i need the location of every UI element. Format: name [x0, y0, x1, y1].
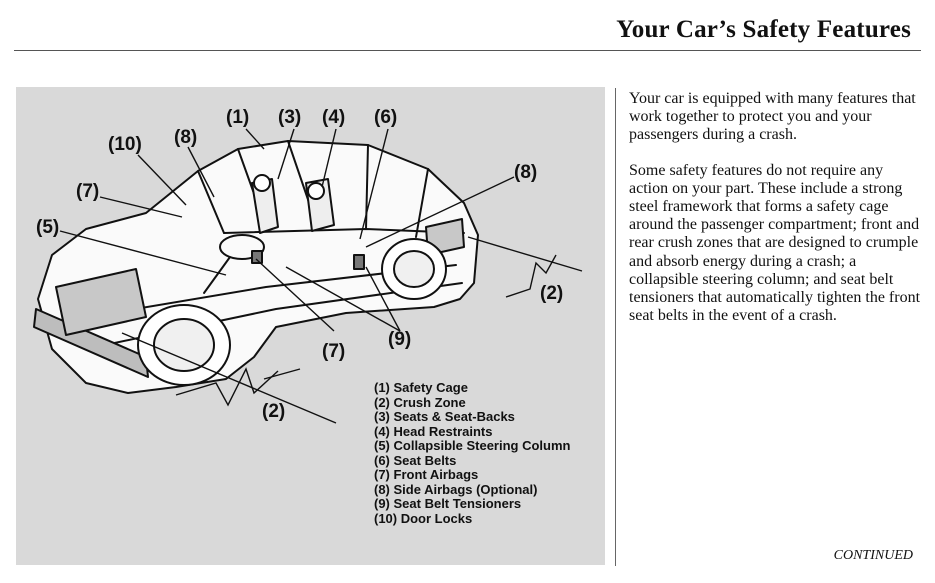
callout-door-locks: (10) [108, 134, 142, 155]
figure-legend: (1) Safety Cage (2) Crush Zone (3) Seats… [374, 380, 571, 526]
callout-side-airbag-right: (8) [514, 162, 538, 183]
callout-front-airbags-bottom: (7) [322, 341, 346, 362]
body-paragraph: Some safety features do not require any … [629, 161, 921, 325]
callout-crush-zone-rear: (2) [540, 283, 564, 304]
legend-item: (1) Safety Cage [374, 380, 468, 395]
body-paragraph: Your car is equipped with many features … [629, 90, 916, 144]
car-safety-illustration: (1) (3) (4) (6) (10) (8) (8) (7) (5) (2)… [16, 87, 605, 565]
legend-item: (4) Head Restraints [374, 423, 493, 439]
page-title: Your Car’s Safety Features [616, 16, 911, 43]
legend-item: (10) Door Locks [374, 510, 473, 526]
body-text: Your car is equipped with many features … [629, 90, 921, 342]
legend-item: (6) Seat Belts [374, 452, 457, 468]
callout-seats: (3) [278, 107, 302, 128]
legend-item: (5) Collapsible Steering Column [374, 438, 571, 453]
legend-item: (8) Side Airbags (Optional) [374, 481, 538, 497]
legend-item: (3) Seats & Seat-Backs [374, 409, 515, 424]
column-divider [615, 88, 616, 566]
callout-safety-cage: (1) [226, 107, 250, 128]
callout-steering-column: (5) [36, 217, 60, 238]
callout-seat-belts: (6) [374, 107, 398, 128]
callout-tensioners: (9) [388, 329, 412, 350]
car-cutaway-drawing [33, 128, 583, 424]
callout-head-restraints: (4) [322, 107, 346, 128]
legend-item: (2) Crush Zone [374, 394, 466, 410]
callout-crush-zone-front: (2) [262, 401, 286, 422]
legend-item: (9) Seat Belt Tensioners [374, 496, 522, 511]
legend-item: (7) Front Airbags [374, 467, 479, 482]
callout-side-airbag-left: (8) [174, 127, 198, 148]
header-rule [14, 50, 921, 51]
continued-label: CONTINUED [833, 548, 913, 563]
callout-front-airbags-left: (7) [76, 181, 100, 202]
